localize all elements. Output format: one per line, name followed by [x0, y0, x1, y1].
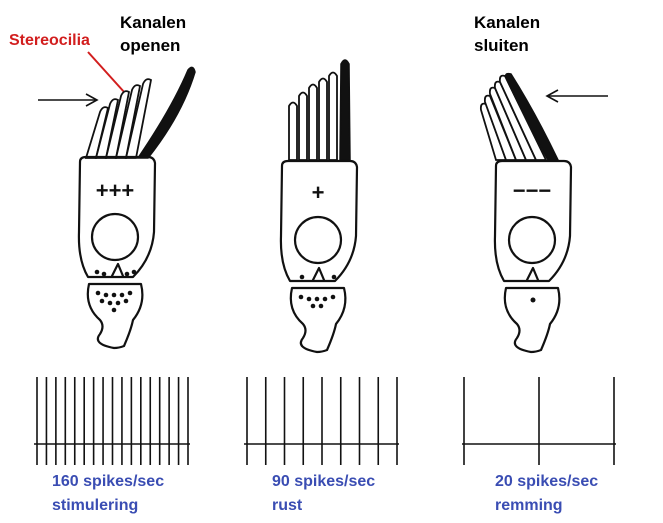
stereocilia-label: Stereocilia [9, 32, 90, 49]
spike-train-2 [244, 377, 399, 465]
cell1-vesicles [94, 269, 137, 277]
afferent-terminal-3 [503, 286, 561, 354]
kinocilium-2 [339, 59, 351, 161]
cell3-state-label-line1: Kanalen [474, 13, 540, 32]
cell2-nucleus [293, 215, 343, 265]
spike-train-1 [34, 377, 190, 465]
cell-body-2 [279, 159, 359, 283]
stereocilia-bundle-2 [288, 59, 351, 161]
cell2-terminal-vesicles [298, 294, 336, 309]
cell2-synaptic-ribbon [311, 266, 326, 282]
cell2-condition-label: rust [272, 497, 303, 514]
cell2-charge-sign: + [312, 180, 325, 205]
cell1-terminal-vesicles [95, 290, 133, 313]
cell3-terminal-vesicles [530, 297, 536, 303]
cell2-vesicles [299, 274, 337, 280]
kinocilium-3 [504, 72, 560, 161]
cell1-condition-label: stimulering [52, 497, 138, 514]
cell3-state-label-line2: sluiten [474, 36, 529, 55]
stereocilia-pointer-line [87, 51, 126, 94]
cell3-nucleus [507, 215, 557, 265]
cell1-nucleus [90, 212, 140, 262]
hair-cell-hyperpolarized: Kanalen sluiten −−− 20 spikes/sec rem [462, 13, 616, 514]
cell-body-1 [77, 155, 157, 279]
cell1-state-label-line2: openen [120, 36, 180, 55]
hair-cell-depolarized: Kanalen openen Stereocilia +++ [9, 13, 196, 514]
kinocilium-1 [136, 66, 196, 159]
cell3-charge-sign: −−− [513, 178, 552, 203]
spike-train-3 [462, 377, 616, 465]
cell-body-3 [493, 159, 573, 283]
cell1-rate-label: 160 spikes/sec [52, 473, 164, 490]
push-arrow-left [545, 89, 608, 103]
cell2-rate-label: 90 spikes/sec [272, 473, 375, 490]
cell1-synaptic-ribbon [110, 262, 125, 278]
cell3-rate-label: 20 spikes/sec [495, 473, 598, 490]
cell3-synaptic-ribbon [525, 266, 540, 282]
stereocilia-bundle-3 [479, 72, 560, 161]
cell1-state-label-line1: Kanalen [120, 13, 186, 32]
hair-cell-resting: + 90 spikes/sec rust [244, 59, 399, 514]
afferent-terminal-2 [289, 286, 347, 354]
stereocilia-bundle-1 [84, 66, 196, 159]
cell3-condition-label: remming [495, 497, 563, 514]
push-arrow-right [38, 93, 99, 107]
afferent-terminal-1 [86, 282, 144, 350]
cell1-charge-sign: +++ [96, 178, 135, 203]
